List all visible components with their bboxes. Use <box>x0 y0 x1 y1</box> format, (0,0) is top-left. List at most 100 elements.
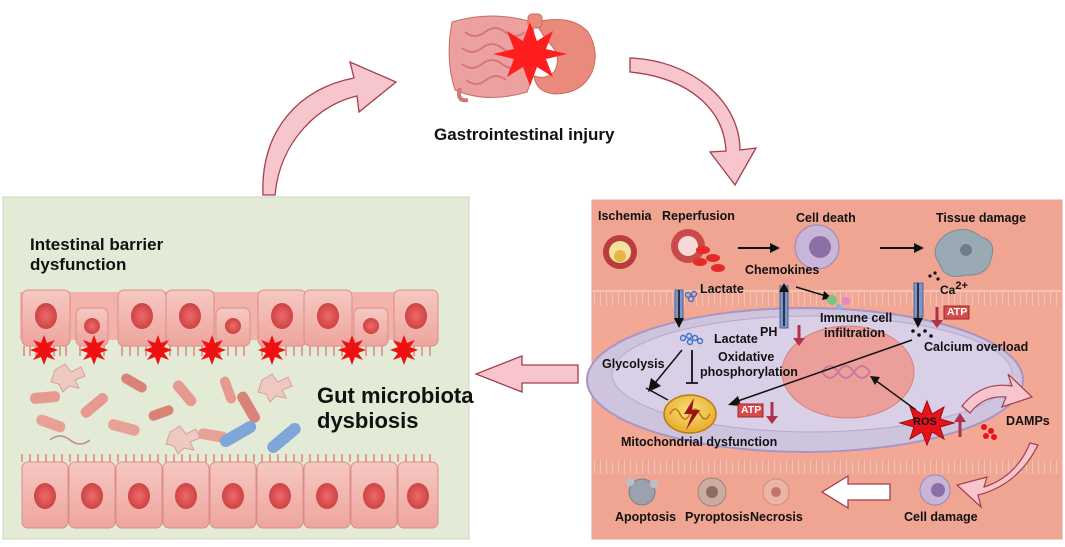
curved-arrow-damps-to-damage <box>955 442 1039 509</box>
glycolysis-label: Glycolysis <box>602 357 665 371</box>
injury-burst-icon <box>493 22 567 86</box>
gi-injury-title: Gastrointestinal injury <box>434 125 615 144</box>
atp-top-label: ATP <box>947 306 968 318</box>
bottom-epithelium <box>21 454 439 529</box>
arrowhead <box>931 320 943 328</box>
ischemia-label: Ischemia <box>598 209 652 223</box>
bottom-cell <box>115 461 163 529</box>
damage-star <box>390 335 418 365</box>
ph-label: PH <box>760 325 778 339</box>
barrier-label-line1: Intestinal barrier <box>30 235 164 254</box>
apoptosis-cell-icon <box>626 478 658 506</box>
damage-star <box>258 335 286 365</box>
atp-bottom-label: ATP <box>741 404 762 416</box>
arrow-calcium-to-mito <box>734 339 913 403</box>
bottom-cell <box>256 461 304 529</box>
arrow-to-left-panel <box>474 355 579 393</box>
dying-cell-icon <box>794 224 840 270</box>
damage-star <box>80 335 108 365</box>
necrosis-label: Necrosis <box>750 510 803 524</box>
cell-death-label: Cell death <box>796 211 856 225</box>
necrosis-cell-icon <box>762 478 790 506</box>
damage-star <box>30 335 58 365</box>
microbiota-label-line1: Gut microbiota <box>317 383 474 408</box>
tissue-damage-label: Tissue damage <box>936 211 1027 225</box>
ros-burst-icon <box>898 399 956 447</box>
damps-label: DAMPs <box>1006 414 1050 428</box>
apoptosis-label: Apoptosis <box>615 510 677 524</box>
damaged-cell-icon <box>919 474 951 506</box>
atp-top-badge <box>943 305 970 320</box>
top-cell <box>303 289 353 347</box>
oxphos-label-line1: Oxidative <box>718 350 775 364</box>
damaged-tissue-icon <box>934 229 994 277</box>
microbiota <box>30 363 301 455</box>
microbiota-label-line2: dysbiosis <box>317 408 419 433</box>
arrow-mito-to-glycolysis <box>645 387 669 401</box>
mito-dysfunction-label: Mitochondrial dysfunction <box>621 435 778 449</box>
arrowhead <box>648 378 661 392</box>
lactate-molecules-icon <box>679 290 704 346</box>
arrowhead <box>793 338 805 346</box>
bottom-cell <box>303 461 351 529</box>
membrane-bottom <box>592 460 1062 474</box>
top-epithelium <box>20 289 439 356</box>
chemokines-label: Chemokines <box>745 263 820 277</box>
top-cell <box>21 289 71 347</box>
bottom-cell <box>162 461 210 529</box>
arrow-ros-to-nucleus <box>874 379 917 411</box>
arrowhead <box>870 376 880 385</box>
atp-bottom-badge <box>737 403 764 418</box>
damage-star <box>198 335 226 365</box>
calcium-overload-label: Calcium overload <box>924 340 1029 354</box>
immune-label-line2: infiltration <box>824 326 886 340</box>
curved-arrow-ros-to-damps <box>961 373 1034 414</box>
lactate-inner-label: Lactate <box>714 332 758 346</box>
calcium-ion-label: Ca2+ <box>940 280 968 297</box>
nucleus <box>781 325 915 419</box>
top-cell <box>215 307 251 347</box>
bottom-cell <box>21 461 69 529</box>
cell-damage-label: Cell damage <box>904 510 978 524</box>
arrowhead <box>954 413 966 422</box>
oxphos-label-line2: phosphorylation <box>700 365 798 379</box>
bottom-cell <box>350 461 398 529</box>
barrier-damage-stars <box>30 335 418 365</box>
arrow-to-gi-injury <box>262 60 398 196</box>
barrier-label-line2: dysfunction <box>30 255 127 274</box>
lactate-top-label: Lactate <box>700 282 744 296</box>
top-cell <box>165 289 215 347</box>
top-cell <box>393 289 439 347</box>
arrow-to-immune-cells <box>795 286 827 297</box>
top-cell <box>75 307 109 347</box>
top-cell <box>257 289 307 347</box>
ros-label: ROS <box>913 416 937 428</box>
bottom-cell <box>209 461 257 529</box>
arrow-lactate-to-mito <box>686 350 698 384</box>
reperfusion-label: Reperfusion <box>662 209 735 223</box>
bottom-cell <box>397 461 439 529</box>
immune-cell-icon <box>827 295 850 310</box>
bottom-cell <box>68 461 116 529</box>
immune-label-line1: Immune cell <box>820 311 893 325</box>
arrowhead <box>766 416 778 424</box>
damage-star <box>144 335 172 365</box>
arrowhead <box>913 318 923 328</box>
arrowhead <box>779 283 789 292</box>
arrowhead <box>914 243 924 253</box>
damps-icon <box>981 424 997 440</box>
dna-icon <box>821 365 871 379</box>
arrow-to-cell-death-types <box>820 474 891 510</box>
calcium-dots-icon <box>911 271 940 338</box>
damage-star <box>338 335 366 365</box>
pyroptosis-cell-icon <box>697 477 727 507</box>
top-cell <box>353 307 389 347</box>
reperfusion-icon <box>671 229 725 272</box>
ischemia-icon <box>603 235 637 269</box>
pyroptosis-label: Pyroptosis <box>685 510 750 524</box>
arrow-glycolysis-up <box>654 349 683 384</box>
arrowhead <box>674 318 684 328</box>
mitochondrion-icon <box>663 394 717 434</box>
